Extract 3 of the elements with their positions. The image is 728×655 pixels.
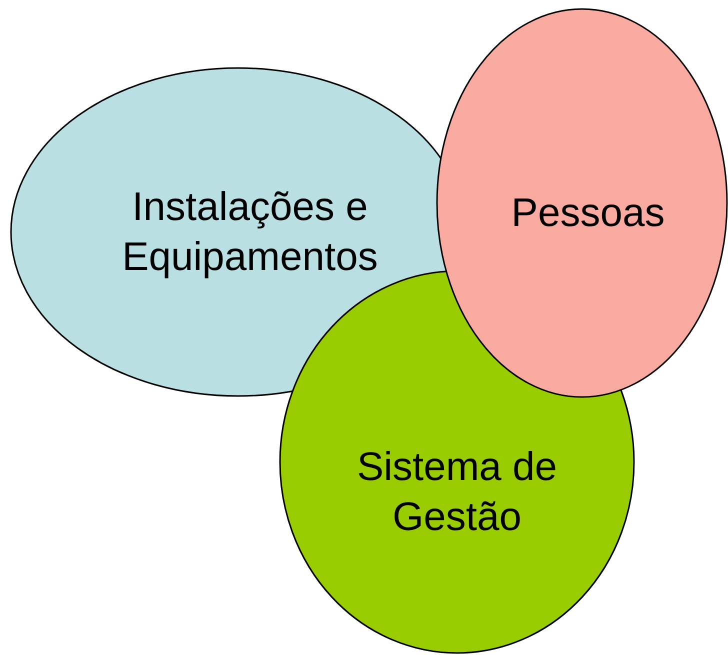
ellipse-label: Pessoas [510,190,666,237]
ellipse-label: Instalações e Equipamentos [121,184,379,281]
ellipse-label: Sistema de Gestão [356,444,558,541]
